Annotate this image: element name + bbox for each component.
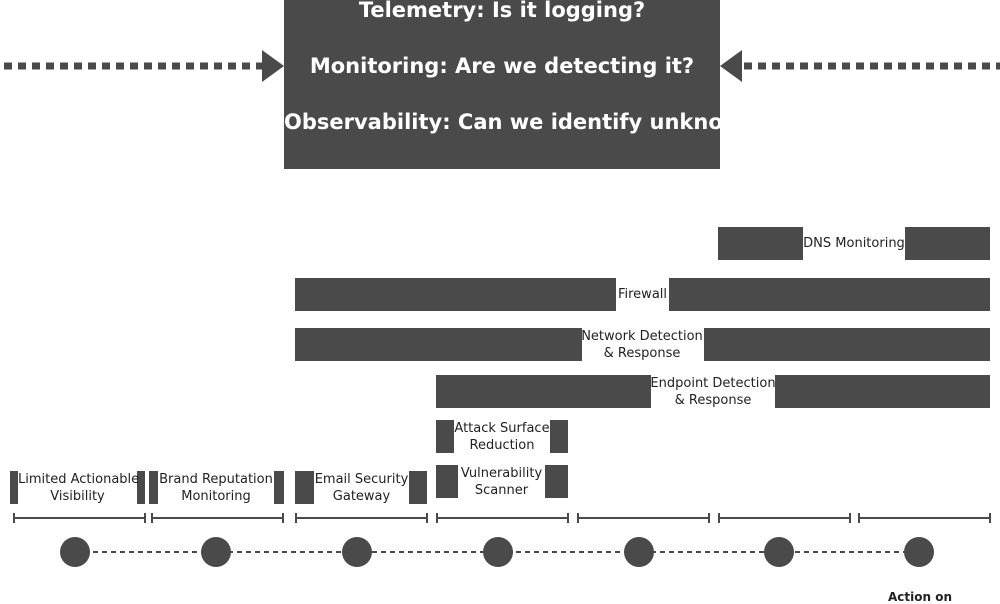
brm-bar-left	[149, 471, 158, 504]
brand-reputation-label: Brand Reputation Monitoring	[159, 472, 273, 504]
header-box: Telemetry: Is it logging? Monitoring: Ar…	[284, 0, 782, 169]
timeline-node-4	[483, 537, 513, 567]
phase-bracket-7	[858, 513, 991, 523]
vuln-scanner-label: Vulnerability Scanner	[460, 466, 543, 498]
phase-bracket-6	[718, 513, 851, 523]
vuln-bar-left	[436, 465, 458, 498]
dns-monitoring-label: DNS Monitoring	[803, 236, 905, 251]
limited-visibility-label: Limited Actionable Visibility	[18, 472, 140, 504]
asr-bar-right	[550, 420, 568, 453]
ndr-bar-left	[295, 328, 582, 361]
firewall-label: Firewall	[617, 287, 668, 302]
header-monitoring-line: Monitoring: Are we detecting it?	[309, 54, 695, 78]
phase-bracket-1	[13, 513, 146, 523]
dns-bar-right	[905, 227, 990, 260]
timeline-node-6	[764, 537, 794, 567]
timeline-node-5	[624, 537, 654, 567]
firewall-bar-left	[295, 278, 616, 311]
timeline-node-2	[201, 537, 231, 567]
vuln-bar-right	[545, 465, 568, 498]
phase-bracket-4	[436, 513, 569, 523]
timeline-node-3	[342, 537, 372, 567]
firewall-bar-right	[669, 278, 990, 311]
asr-bar-left	[436, 420, 454, 453]
esg-bar-right	[409, 471, 427, 504]
header-telemetry-line: Telemetry: Is it logging?	[358, 0, 646, 22]
phase-bracket-2	[151, 513, 284, 523]
header-observability-line: Observability: Can we identify unknowns?	[284, 110, 782, 134]
left-arrowhead-icon	[262, 50, 284, 82]
edr-bar-right	[775, 375, 990, 408]
email-gateway-label: Email Security Gateway	[314, 472, 409, 504]
dns-bar-left	[718, 227, 803, 260]
brm-bar-right	[274, 471, 284, 504]
ndr-label: Network Detection & Response	[581, 329, 703, 361]
right-arrowhead-icon	[720, 50, 742, 82]
phase-bracket-5	[577, 513, 710, 523]
lav-bar-right	[137, 471, 145, 504]
edr-bar-left	[436, 375, 651, 408]
timeline-node-7	[904, 537, 934, 567]
edr-label: Endpoint Detection & Response	[650, 376, 776, 408]
action-on-label: Action on	[887, 590, 952, 604]
phase-bracket-3	[295, 513, 428, 523]
timeline-node-1	[60, 537, 90, 567]
lav-bar-left	[10, 471, 18, 504]
esg-bar-left	[295, 471, 314, 504]
ndr-bar-right	[704, 328, 990, 361]
asr-label: Attack Surface Reduction	[454, 421, 550, 453]
